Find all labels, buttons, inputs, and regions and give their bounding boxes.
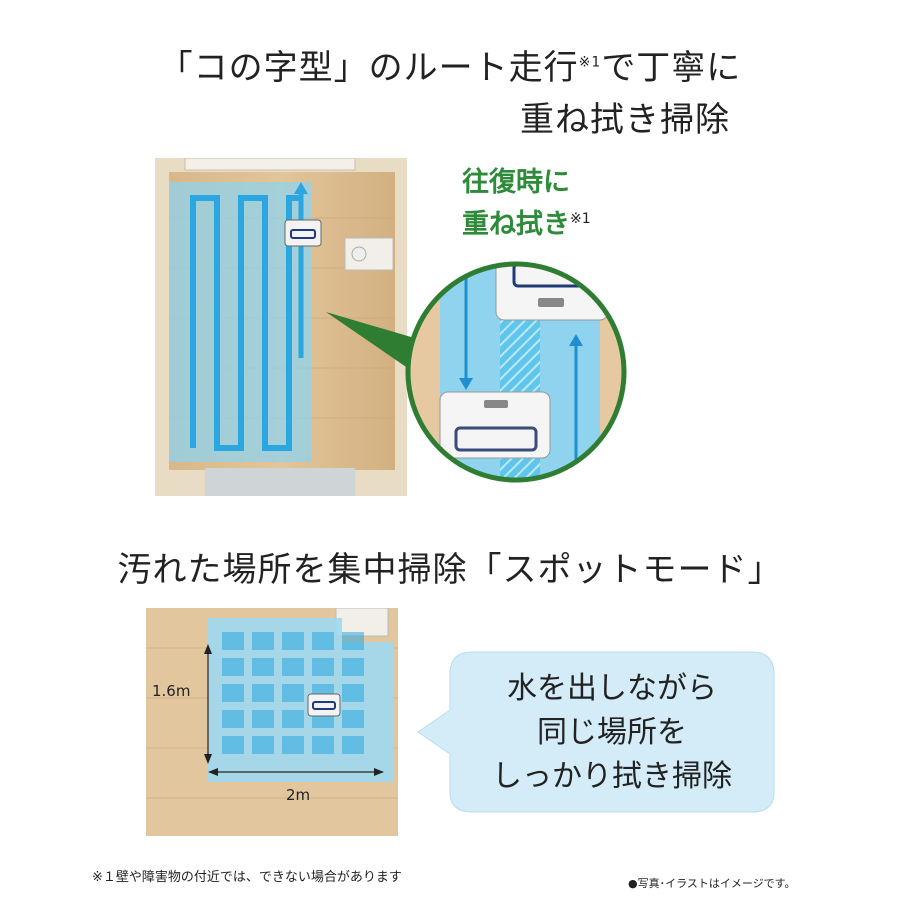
footnote-right: ●写真･イラストはイメージです。 bbox=[628, 877, 796, 890]
magnify-circle-border bbox=[405, 261, 627, 483]
grid-cell bbox=[312, 632, 334, 650]
window-top bbox=[184, 158, 356, 171]
grid-cell bbox=[222, 736, 244, 754]
callout-line2: 重ね拭き※1 bbox=[462, 202, 591, 241]
grid-cell bbox=[342, 632, 364, 650]
width-label: 2m bbox=[286, 786, 310, 804]
robot-vacuum-icon bbox=[439, 391, 551, 459]
arrow-up-icon bbox=[294, 182, 308, 194]
footnote-left: ※１壁や障害物の付近では、できない場合があります bbox=[92, 870, 402, 885]
spot-grid bbox=[222, 632, 364, 754]
arrow-up-icon bbox=[569, 334, 583, 346]
title-main-text: 「コの字型」のルート走行 bbox=[158, 48, 579, 88]
callout-line1: 往復時に bbox=[462, 167, 570, 198]
grid-cell bbox=[282, 710, 304, 728]
height-label: 1.6m bbox=[152, 682, 190, 700]
title-end-text: で丁寧に bbox=[601, 48, 742, 88]
arrow-down-icon bbox=[459, 378, 473, 390]
grid-cell bbox=[342, 736, 364, 754]
grid-cell bbox=[222, 658, 244, 676]
grid-cell bbox=[312, 736, 334, 754]
main-title-line1: 「コの字型」のルート走行※1で丁寧に bbox=[0, 40, 900, 89]
robot-vacuum-icon bbox=[495, 264, 609, 321]
grid-cell bbox=[222, 684, 244, 702]
grid-cell bbox=[282, 736, 304, 754]
bubble-line2: 同じ場所を bbox=[537, 715, 687, 750]
section2-heading: 汚れた場所を集中掃除「スポットモード」 bbox=[117, 550, 783, 590]
speech-bubble: 水を出しながら 同じ場所を しっかり拭き掃除 bbox=[417, 651, 775, 813]
title-note-mark: ※1 bbox=[578, 54, 602, 71]
main-title-line2: 重ね拭き掃除 bbox=[520, 100, 730, 140]
grid-cell bbox=[252, 632, 274, 650]
window-bottom bbox=[205, 468, 355, 496]
bubble-line3: しっかり拭き掃除 bbox=[492, 759, 732, 794]
grid-cell bbox=[222, 710, 244, 728]
bubble-shape bbox=[417, 651, 775, 813]
room-illustration bbox=[155, 158, 407, 496]
grid-cell bbox=[282, 632, 304, 650]
callout-note-mark: ※1 bbox=[570, 211, 591, 227]
grid-cell bbox=[282, 658, 304, 676]
grid-cell bbox=[282, 684, 304, 702]
grid-cell bbox=[342, 658, 364, 676]
callout-line2-text: 重ね拭き bbox=[462, 209, 570, 240]
snake-route-path bbox=[190, 195, 301, 451]
grid-cell bbox=[252, 684, 274, 702]
robot-vacuum-icon bbox=[284, 219, 322, 247]
grid-cell bbox=[252, 710, 274, 728]
robot-vacuum-icon bbox=[307, 693, 341, 717]
grid-cell bbox=[342, 710, 364, 728]
grid-cell bbox=[312, 658, 334, 676]
grid-cell bbox=[222, 632, 244, 650]
spot-mode-illustration: 1.6m 2m bbox=[146, 608, 398, 836]
grid-cell bbox=[342, 684, 364, 702]
magnify-callout bbox=[326, 261, 627, 483]
pointer-triangle bbox=[326, 312, 428, 382]
bubble-line1: 水を出しながら bbox=[507, 671, 717, 706]
grid-cell bbox=[252, 658, 274, 676]
grid-cell bbox=[252, 736, 274, 754]
